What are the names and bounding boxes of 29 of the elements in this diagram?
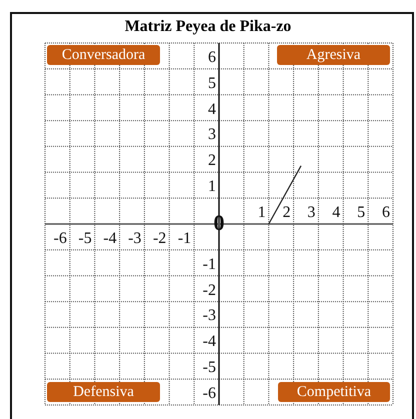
quadrant-label: Agresiva	[277, 45, 390, 65]
chart-title: Matriz Peyea de Pika-zo	[124, 17, 292, 37]
quadrant-label: Competitiva	[278, 382, 390, 402]
axis-tick-label: 1	[207, 178, 216, 196]
axis-tick-label: -3	[127, 230, 142, 248]
axis-tick-label: -6	[202, 385, 216, 403]
quadrant-label: Conversadora	[47, 45, 160, 65]
axis-tick-label: -2	[202, 282, 216, 300]
axis-tick-label: -5	[77, 230, 92, 248]
axis-tick-label: 5	[207, 74, 216, 93]
axis-tick-label: -1	[202, 256, 216, 274]
axis-tick-label: -6	[52, 230, 67, 248]
axis-tick-label: 2	[282, 204, 291, 222]
axis-tick-label: 5	[356, 204, 366, 222]
axis-tick-label: 2	[207, 152, 216, 170]
axis-tick-label: 6	[207, 48, 216, 67]
axis-tick-label: 4	[207, 100, 216, 119]
axis-tick-label: 6	[381, 204, 390, 222]
axis-tick-label: -5	[202, 359, 216, 378]
axis-tick-label: -4	[202, 333, 216, 352]
axis-tick-label: -1	[176, 230, 192, 248]
axis-tick-label: -4	[102, 230, 117, 248]
axis-tick-label: 3	[306, 204, 316, 222]
axis-tick-label: -2	[152, 230, 166, 248]
axis-tick-label: -3	[202, 307, 216, 326]
axis-tick-label: 1	[256, 204, 266, 222]
axis-tick-label: 3	[207, 126, 216, 144]
axis-tick-label: 4	[331, 204, 340, 222]
quadrant-label: Defensiva	[47, 382, 160, 402]
